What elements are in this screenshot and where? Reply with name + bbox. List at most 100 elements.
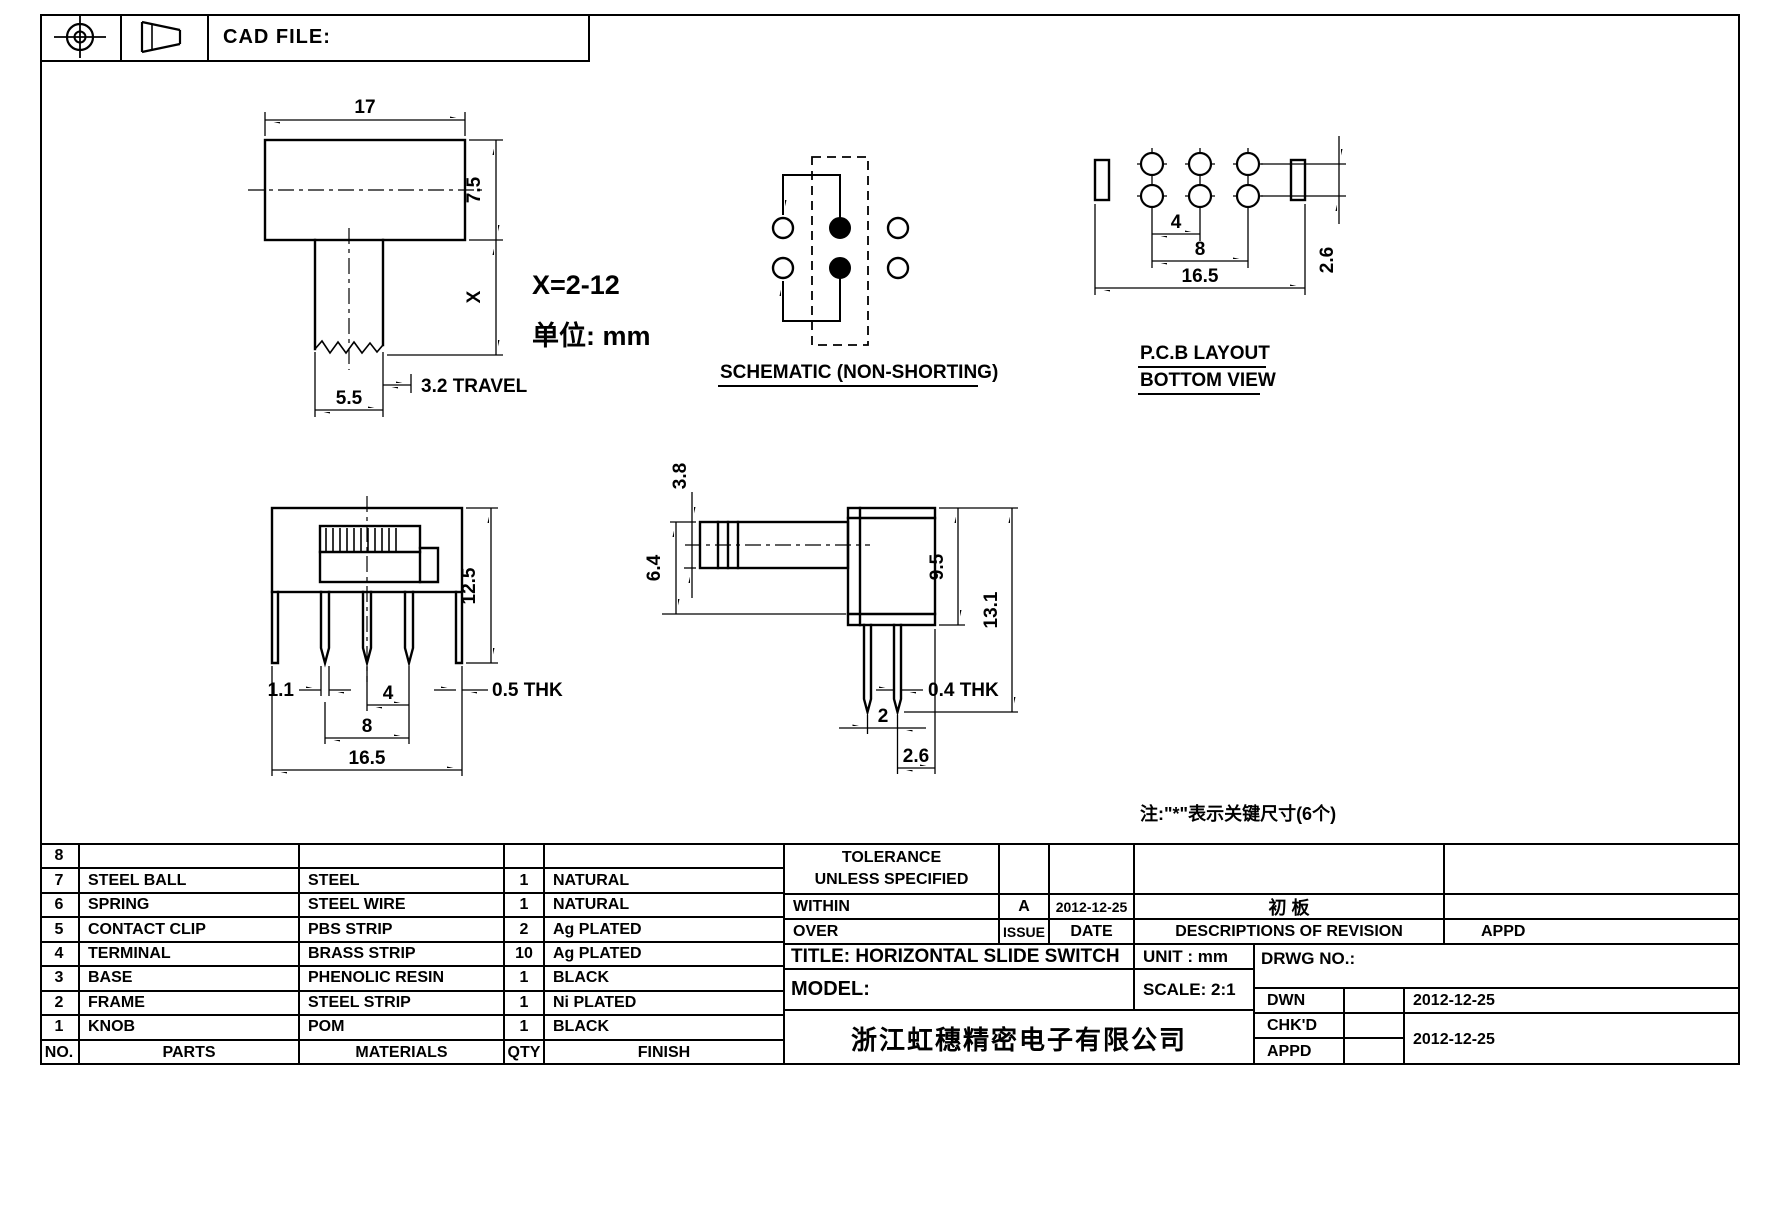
parts-qty: 1	[505, 893, 545, 919]
tolerance-cell: TOLERANCE UNLESS SPECIFIED	[785, 845, 1000, 895]
schematic-view: SCHEMATIC (NON-SHORTING)	[718, 156, 998, 387]
parts-qty: 1	[505, 869, 545, 894]
empty-cell	[1135, 845, 1445, 895]
pins-dim-height: 12.5	[459, 567, 480, 604]
side-dim-total-height: 13.1	[981, 591, 1002, 628]
empty-cell	[1345, 1039, 1405, 1065]
revision-header-cell: DESCRIPTIONS OF REVISION	[1135, 920, 1445, 945]
side-dim-stem-offset: 6.4	[644, 554, 665, 581]
empty-cell	[1345, 1014, 1405, 1039]
chkd-label-cell: CHK'D	[1255, 1014, 1345, 1039]
parts-no: 3	[40, 967, 80, 992]
empty-cell	[1345, 989, 1405, 1014]
unit-cell: UNIT : mm	[1135, 945, 1255, 970]
pcb-dim-width: 16.5	[1182, 266, 1219, 287]
pcb-dim-row-gap: 2.6	[1317, 247, 1338, 273]
parts-finish: Ni PLATED	[545, 991, 785, 1017]
parts-finish	[545, 845, 785, 870]
dwn-label-cell: DWN	[1255, 989, 1345, 1014]
parts-header-qty: QTY	[505, 1040, 545, 1065]
pcb-label-line1: P.C.B LAYOUT	[1140, 343, 1270, 364]
unit-note: 单位: mm	[532, 320, 651, 351]
parts-finish: BLACK	[545, 1016, 785, 1041]
parts-name	[80, 845, 300, 870]
issue-value-cell: A	[1000, 895, 1050, 920]
parts-material: STEEL STRIP	[300, 991, 505, 1017]
parts-table: 8 7 STEEL BALL STEEL 1 NATURAL 6 SPRING …	[40, 845, 785, 1065]
first-angle-projection-icon	[140, 20, 181, 54]
scale-cell: SCALE: 2:1	[1135, 970, 1255, 1011]
parts-no: 6	[40, 893, 80, 919]
pcb-dim-span: 8	[1195, 239, 1206, 260]
parts-name: CONTACT CLIP	[80, 918, 300, 943]
parts-finish: NATURAL	[545, 869, 785, 894]
issue-date-cell: 2012-12-25	[1050, 895, 1135, 920]
parts-qty: 10	[505, 942, 545, 968]
front-dim-travel: 3.2 TRAVEL	[421, 376, 528, 397]
parts-name: TERMINAL	[80, 942, 300, 968]
side-dim-thickness: 0.4 THK	[928, 680, 999, 701]
front-pins-view: 1.1 4 8 16.5 12.5 0.5 THK	[268, 496, 563, 776]
parts-material: STEEL	[300, 869, 505, 894]
technical-drawing: 17 7.5 X 3.2 TRAVEL 5.5 X=2-12 单位: mm	[248, 97, 1346, 824]
front-dim-width: 17	[354, 97, 375, 118]
parts-finish: Ag PLATED	[545, 942, 785, 968]
side-view: 3.8 6.4 9.5 13.1 2 0.4 THK	[644, 463, 1018, 774]
parts-qty: 1	[505, 991, 545, 1017]
front-dim-x: X	[464, 290, 485, 303]
revision-desc-cell: 初 板	[1135, 895, 1445, 920]
appd-label-cell: APPD	[1255, 1039, 1345, 1065]
cad-file-box: CAD FILE:	[40, 14, 590, 62]
parts-header-materials: MATERIALS	[300, 1040, 505, 1065]
tolerance-line1: TOLERANCE	[841, 849, 942, 867]
target-icon	[54, 16, 106, 58]
key-dimension-note: 注:"*"表示关键尺寸(6个)	[1140, 803, 1336, 824]
side-dim-pin-pitch: 2	[878, 706, 889, 727]
schematic-label: SCHEMATIC (NON-SHORTING)	[720, 362, 998, 383]
pcb-layout-view: 4 8 16.5 2.6 P.C.B LAYOUT BOTTOM VIEW	[1093, 136, 1346, 395]
cad-file-label: CAD FILE:	[223, 25, 331, 48]
parts-material	[300, 845, 505, 870]
side-dim-body-height: 9.5	[927, 553, 948, 580]
side-dim-knob: 3.8	[670, 463, 691, 489]
parts-name: SPRING	[80, 893, 300, 919]
parts-no: 7	[40, 869, 80, 894]
empty-cell	[1445, 845, 1740, 895]
parts-finish: BLACK	[545, 967, 785, 992]
review-date-cell: 2012-12-25	[1413, 1030, 1495, 1048]
empty-cell	[1000, 845, 1050, 895]
front-dim-stem: 5.5	[336, 388, 363, 409]
model-cell: MODEL:	[785, 970, 1135, 1011]
parts-name: FRAME	[80, 991, 300, 1017]
front-view: 17 7.5 X 3.2 TRAVEL 5.5 X=2-12 单位: mm	[248, 97, 651, 417]
parts-no: 2	[40, 991, 80, 1017]
parts-header-finish: FINISH	[545, 1040, 785, 1065]
parts-material: POM	[300, 1016, 505, 1041]
over-cell: OVER	[785, 920, 1000, 945]
x-range-note: X=2-12	[532, 270, 620, 300]
parts-header-no: NO.	[40, 1040, 80, 1065]
projection-target-symbol	[40, 14, 122, 60]
dwn-date-cell: 2012-12-25	[1405, 989, 1740, 1014]
parts-finish: NATURAL	[545, 893, 785, 919]
title-cell: TITLE: HORIZONTAL SLIDE SWITCH	[785, 945, 1135, 970]
parts-material: BRASS STRIP	[300, 942, 505, 968]
front-dim-height: 7.5	[464, 176, 485, 203]
parts-name: STEEL BALL	[80, 869, 300, 894]
parts-no: 8	[40, 845, 80, 870]
pins-dim-span: 8	[362, 716, 373, 737]
drwg-no-cell: DRWG NO.:	[1255, 945, 1740, 989]
side-dim-pin-offset: 2.6	[903, 746, 929, 767]
appd-header-cell: APPD	[1445, 920, 1740, 945]
parts-finish: Ag PLATED	[545, 918, 785, 943]
pcb-label-line2: BOTTOM VIEW	[1140, 370, 1276, 391]
title-block: TOLERANCE UNLESS SPECIFIED WITHIN OVER A…	[785, 845, 1740, 1065]
pins-dim-thickness: 0.5 THK	[492, 680, 563, 701]
parts-qty: 2	[505, 918, 545, 943]
parts-qty: 1	[505, 1016, 545, 1041]
empty-cell	[1445, 895, 1740, 920]
projection-cone-symbol	[122, 14, 209, 60]
parts-no: 1	[40, 1016, 80, 1041]
parts-qty	[505, 845, 545, 870]
